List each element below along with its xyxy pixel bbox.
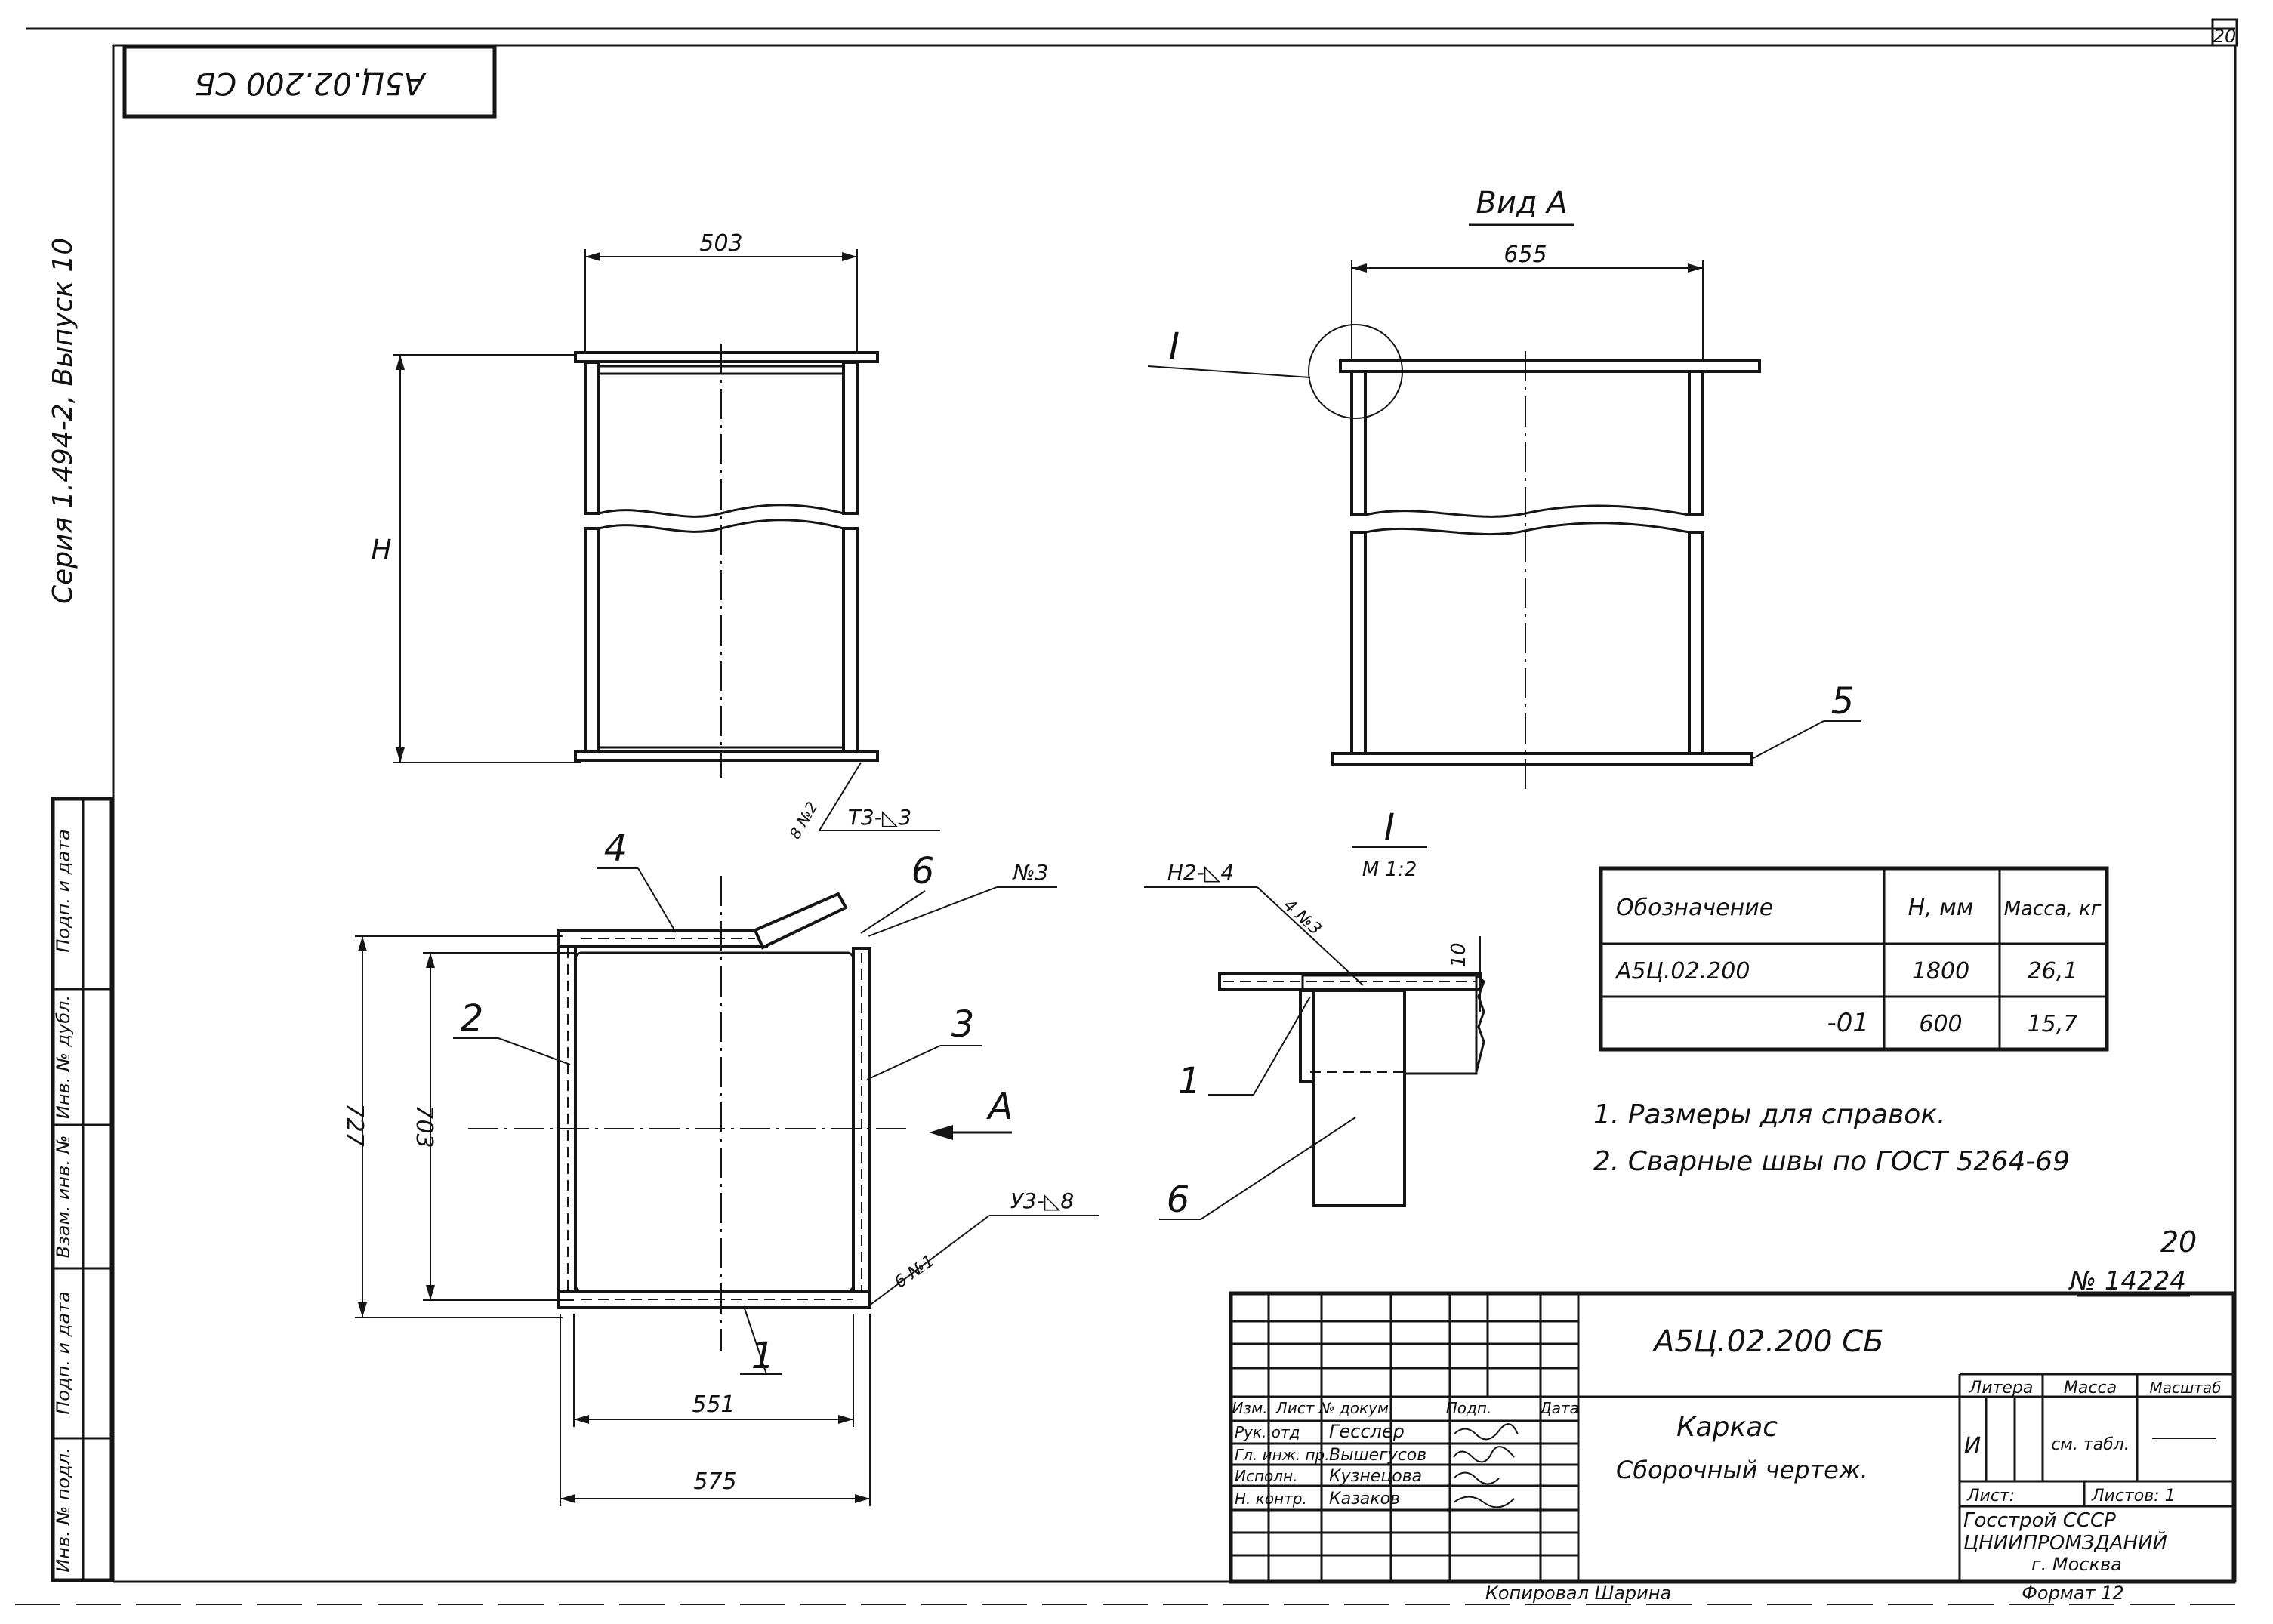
view-a-callout: I [1169,325,1180,368]
tb-sheets-label: Листов: 1 [2091,1487,2176,1505]
front-view: 503 H Т3-◺3 8 №2 [371,230,940,842]
tb-col-mass: Масса [2064,1379,2117,1398]
tb-org-line2: ЦНИИПРОМЗДАНИЙ [1963,1530,2167,1555]
front-weld-note: Т3-◺3 [848,805,911,830]
person-name-1: Гесслер [1329,1421,1405,1442]
tb-col-letter: Литера [1969,1379,2034,1398]
rev-header-list: Лист [1275,1399,1315,1417]
front-dim-503: 503 [699,230,742,257]
detail-weld-note: Н2-◺4 [1167,860,1234,885]
front-height-label: H [371,535,391,565]
person-name-3: Кузнецова [1329,1467,1422,1486]
tb-letter-value: И [1964,1433,1981,1459]
strip-field-2: Инв. № дубл. [53,995,74,1119]
plan-dim-703: 703 [411,1105,437,1148]
detail-scale: М 1:2 [1362,858,1417,881]
plan-ref-3: №3 [1012,860,1049,885]
view-a-dim-655: 655 [1504,242,1547,268]
spec-header-designation: Обозначение [1616,895,1773,921]
tb-mass-value: см. табл. [2051,1435,2130,1454]
plan-part-1: 1 [751,1335,775,1377]
sheet-frame: 20 [15,18,2238,1605]
tb-name-line1: Каркас [1676,1412,1778,1443]
sheet-number-handwritten: 20 [2160,1225,2197,1259]
signature-1 [1453,1423,1519,1441]
rev-header-sign: Подп. [1446,1399,1492,1417]
plan-view-arrow: А [986,1086,1013,1128]
left-strip: Подп. и дата Инв. № дубл. Взам. инв. № П… [51,797,114,1582]
plan-part-2: 2 [461,997,484,1040]
tb-designation: А5Ц.02.200 СБ [1652,1324,1884,1359]
detail-part-6: 6 [1167,1179,1190,1221]
spec-header-mass: Масса, кг [2004,898,2102,920]
note-2: 2. Сварные швы по ГОСТ 5264-69 [1593,1146,2070,1177]
detail-title: I [1384,806,1395,849]
note-1: 1. Размеры для справок. [1593,1099,1945,1130]
person-role-1: Рук. отд [1235,1423,1300,1441]
strip-field-3: Взам. инв. № [53,1136,74,1259]
plan-part-3: 3 [951,1003,975,1046]
inventory-number: № 14224 [2068,1266,2186,1296]
plan-dim-575: 575 [693,1468,736,1495]
sheet-format: Формат 12 [2022,1582,2124,1604]
rev-header-date: Дата [1539,1399,1579,1417]
spec-row-1-h: 1800 [1912,958,1969,985]
rev-header-doc: № докум. [1318,1399,1394,1417]
tb-col-scale: Масштаб [2149,1379,2221,1397]
tb-name-line2: Сборочный чертеж. [1616,1456,1868,1484]
rev-header-izm: Изм. [1232,1399,1267,1417]
series-note: Серия 1.494-2, Выпуск 10 [48,238,79,604]
signature-2 [1453,1446,1515,1463]
person-name-2: Вышегусов [1329,1446,1426,1465]
tb-org-line1: Госстрой СССР [1963,1509,2116,1532]
spec-table: Обозначение H, мм Масса, кг А5Ц.02.200 1… [1599,866,2109,1052]
signature-4 [1453,1496,1515,1508]
plan-dim-551: 551 [692,1391,735,1418]
tb-org-line3: г. Москва [2031,1554,2122,1575]
detail-ref: 4 №3 [1279,896,1325,939]
detail-dim-10: 10 [1448,942,1470,967]
view-a-part-5: 5 [1831,680,1855,723]
plan-part-4: 4 [604,827,628,870]
spec-row-2-mass: 15,7 [2028,1011,2078,1037]
person-role-4: Н. контр. [1235,1490,1307,1508]
plan-weld-note: У3-◺8 [1010,1188,1074,1213]
front-weld-ref: 8 №2 [785,799,821,843]
detail-part-1: 1 [1178,1060,1201,1102]
plan-ref-6: 6 №1 [891,1252,938,1293]
spec-row-2-designation: -01 [1827,1008,1869,1038]
strip-field-1: Подп. и дата [53,829,74,953]
detail-i: I М 1:2 10 Н2-◺4 4 №3 1 6 [1144,806,1485,1221]
plan-view: А 727 703 551 575 2 3 [341,827,1099,1506]
strip-field-4: Подп. и дата [53,1291,74,1415]
signature-3 [1453,1471,1500,1485]
spec-row-1-mass: 26,1 [2028,958,2078,985]
person-name-4: Казаков [1329,1490,1400,1508]
spec-header-h: H, мм [1908,895,1974,921]
copied-by: Копировал Шарина [1485,1582,1671,1604]
view-a-title: Вид А [1476,186,1567,220]
rotated-stamp: А5Ц.02.200 СБ [122,45,497,119]
spec-row-1-designation: А5Ц.02.200 [1615,958,1750,985]
stamp-code: А5Ц.02.200 СБ [195,66,427,100]
plan-part-6: 6 [911,850,935,892]
view-a: Вид А 655 I 5 [1147,186,1861,789]
page-number: 20 [2213,26,2237,47]
tb-sheet-label: Лист: [1966,1487,2015,1505]
person-role-3: Исполн. [1235,1467,1298,1485]
plan-dim-727: 727 [341,1103,368,1146]
title-block: Изм. Лист № докум. Подп. Дата Рук. отд Г… [1229,1291,2236,1584]
spec-row-2-h: 600 [1919,1011,1962,1037]
person-role-2: Гл. инж. пр. [1235,1446,1330,1464]
strip-field-5: Инв. № подл. [53,1447,74,1573]
